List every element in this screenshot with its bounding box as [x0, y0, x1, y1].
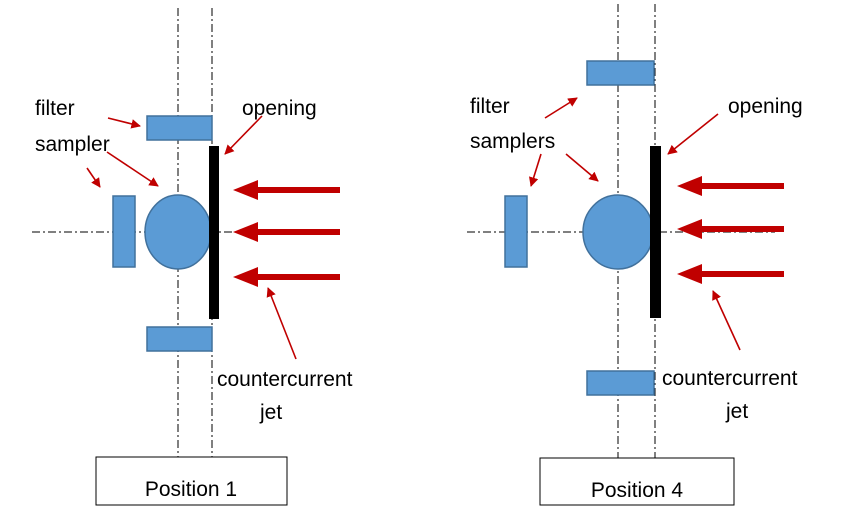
jet-label-line1: countercurrent: [217, 368, 353, 391]
opening-label: opening: [242, 97, 317, 120]
position-box: [539, 457, 735, 506]
leader-arrow-opening: [224, 115, 263, 155]
jet-label-line2: jet: [725, 400, 748, 423]
leader-arrow-left-sampler: [528, 153, 542, 187]
sampler-label-line1: filter: [35, 97, 75, 120]
filter-sampler-center: [582, 194, 654, 270]
leader-arrow-center-sampler: [565, 153, 599, 182]
sampler-label-line2: sampler: [35, 133, 110, 156]
jet-arrow-3: [233, 267, 340, 287]
leader-arrow-jet: [266, 287, 297, 360]
jet-arrow-3: [677, 264, 784, 284]
jet-arrow-2: [677, 219, 784, 239]
panel-position-1: filter sampler opening countercurrent je…: [32, 8, 353, 506]
leader-arrow-left-sampler: [86, 167, 101, 188]
opening-wall: [650, 146, 661, 318]
jet-arrow-1: [233, 180, 340, 200]
filter-sampler-top: [586, 60, 655, 86]
panel-position-4: filter samplers opening countercurrent j…: [467, 4, 803, 506]
leader-arrow-center-sampler: [106, 151, 159, 187]
opening-wall: [209, 146, 219, 319]
opening-label: opening: [728, 95, 803, 118]
jet-arrow-1: [677, 176, 784, 196]
leader-arrow-jet: [712, 290, 741, 351]
jet-arrow-2: [233, 222, 340, 242]
position-label: Position 4: [591, 479, 684, 502]
sampler-label-line2: samplers: [470, 130, 555, 153]
filter-sampler-left: [504, 195, 528, 268]
leader-arrow-top-sampler: [544, 97, 578, 119]
jet-label-line2: jet: [259, 401, 282, 424]
filter-sampler-center: [144, 194, 212, 270]
jet-label-line1: countercurrent: [662, 367, 798, 390]
leader-arrow-top-sampler: [107, 117, 141, 129]
position-box: [95, 456, 288, 506]
position-label: Position 1: [145, 478, 237, 501]
leader-arrow-opening: [667, 113, 719, 155]
filter-sampler-bottom: [586, 370, 655, 396]
filter-sampler-top: [146, 115, 213, 141]
filter-sampler-left: [112, 195, 136, 268]
filter-sampler-bottom: [146, 326, 213, 352]
sampler-label-line1: filter: [470, 95, 510, 118]
